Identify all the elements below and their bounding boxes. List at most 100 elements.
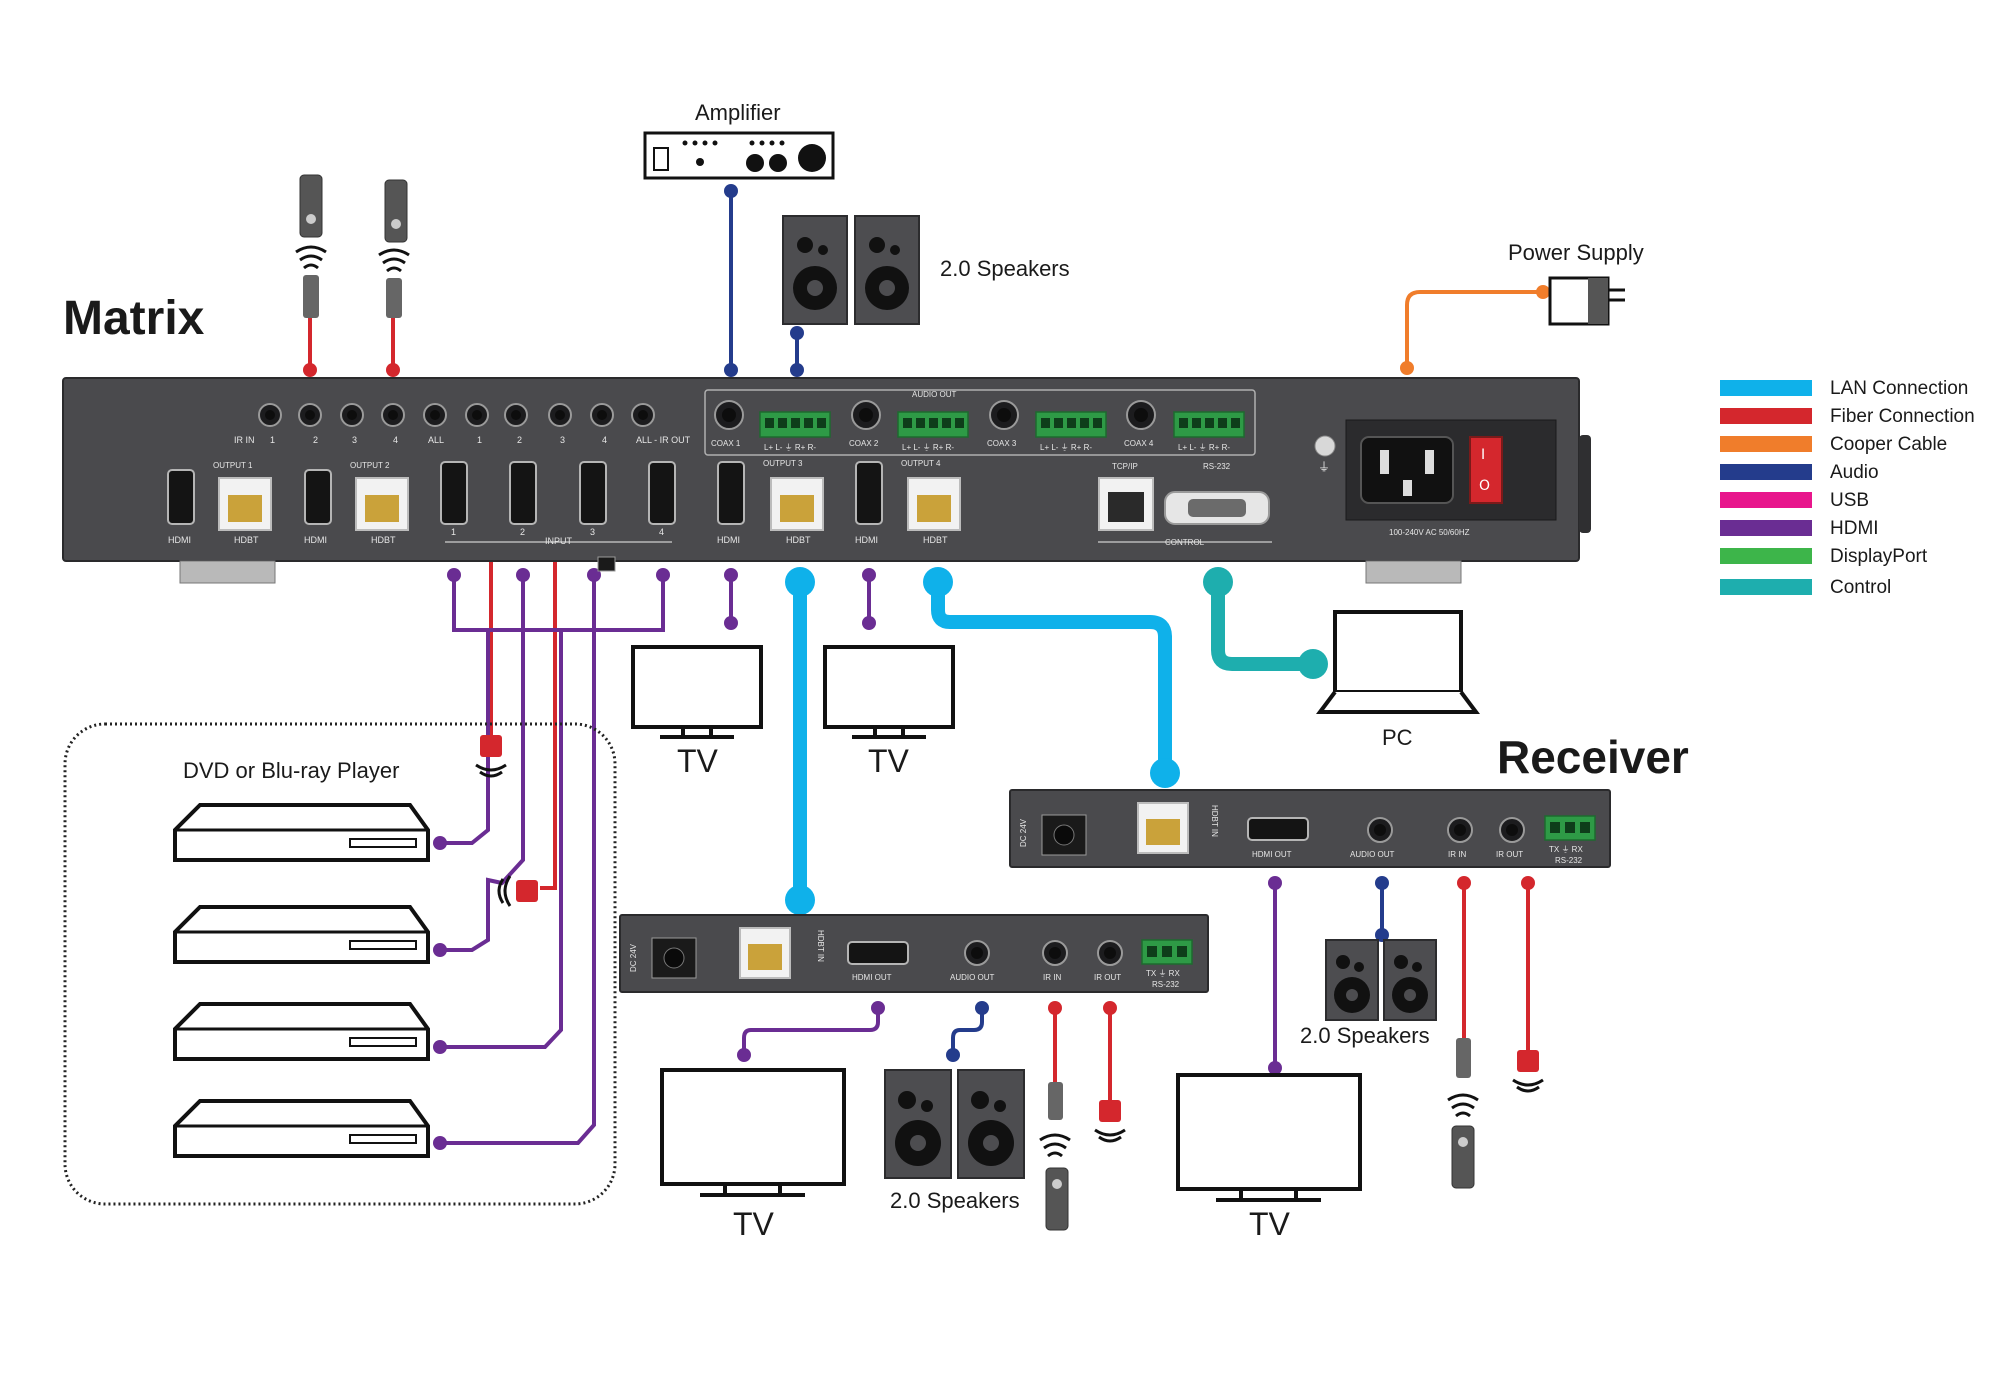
ir-out-num: 3	[560, 435, 565, 445]
tcpip-label: TCP/IP	[1112, 462, 1138, 471]
outputs-3-4: OUTPUT 3 OUTPUT 4 HDMI HDBT HDMI HDBT	[717, 459, 961, 545]
outputs-1-2: OUTPUT 1 OUTPUT 2 HDMI HDBT HDMI HDBT	[167, 461, 409, 545]
dvd-group-frame	[63, 722, 617, 1206]
input2-hdmi-port[interactable]	[509, 461, 537, 525]
rx1-tv: TV	[660, 1068, 846, 1242]
remote-control	[1451, 1125, 1475, 1189]
ir-wave-icon	[378, 248, 410, 273]
hdmi-out-port[interactable]	[1247, 817, 1309, 841]
hdmi-player-end	[433, 1136, 447, 1150]
hdmi-player-end	[433, 1040, 447, 1054]
audio-out-label: AUDIO OUT	[1350, 850, 1395, 859]
output4-hdmi-port[interactable]	[855, 461, 883, 525]
hdmi-player-trunk	[440, 630, 525, 952]
rx1-hdmi-cable	[742, 1008, 880, 1055]
legend-label: Audio	[1830, 462, 1879, 483]
tv-screen	[823, 645, 955, 729]
remote-control	[384, 179, 408, 243]
speakers-rx2-label: 2.0 Speakers	[1300, 1023, 1430, 1048]
audio-pin-label: L+ L- ⏚ R+ R-	[1178, 443, 1230, 452]
tv-label: TV	[1249, 1206, 1291, 1242]
hdmi-out-label: HDMI OUT	[1252, 850, 1292, 859]
matrix-foot	[1365, 560, 1462, 584]
amplifier-audio-end	[724, 184, 738, 198]
output2-hdmi-port[interactable]	[304, 469, 332, 525]
rs232-terminal[interactable]	[1544, 815, 1596, 841]
rs232-label: RS-232	[1152, 980, 1180, 989]
remote-control	[299, 174, 323, 238]
ir-receiver-eye	[303, 275, 319, 318]
input4-hdmi-port[interactable]	[648, 461, 676, 525]
ir-out-label: IR OUT	[1496, 850, 1523, 859]
rs232-pins: TX ⏚ RX	[1549, 845, 1583, 854]
ir-in-num: 1	[270, 435, 275, 445]
power-switch-o: O	[1479, 478, 1490, 494]
player	[173, 905, 430, 964]
hdbt-label: HDBT	[786, 535, 811, 545]
audio-pin-label: L+ L- ⏚ R+ R-	[1040, 443, 1092, 452]
audio-pin-label: L+ L- ⏚ R+ R-	[764, 443, 816, 452]
hdmi-player-end	[433, 836, 447, 850]
input-num: 3	[590, 527, 595, 537]
rs232-pins: TX ⏚ RX	[1146, 969, 1180, 978]
tv-screen	[660, 1068, 846, 1186]
hdmi-output-end	[724, 568, 738, 582]
ir-in-end	[303, 363, 317, 377]
audio-terminal-1[interactable]	[759, 411, 831, 438]
rx2-tv: TV	[1176, 1073, 1362, 1242]
laptop-base	[1316, 690, 1480, 714]
ir-all-label: ALL	[428, 435, 444, 445]
hdmi-player-trunk	[440, 630, 596, 1145]
rx1-ir-out-end	[1103, 1001, 1117, 1015]
legend-swatch	[1720, 579, 1812, 595]
lan-end	[1150, 758, 1180, 788]
rx1-audio-end	[946, 1048, 960, 1062]
hdmi-out-label: HDMI OUT	[852, 973, 892, 982]
input-num: 4	[659, 527, 664, 537]
output4-hdbt-port[interactable]	[907, 477, 961, 531]
rx1-ir-receiver	[1039, 1082, 1071, 1231]
output1-hdmi-port[interactable]	[167, 469, 195, 525]
ir-emitter	[475, 735, 507, 778]
hdmi-inputs: 1 2 3 4 INPUT	[440, 461, 676, 572]
legend-label: LAN Connection	[1830, 378, 1968, 399]
power-supply-label: Power Supply	[1508, 240, 1644, 265]
legend-label: Fiber Connection	[1830, 406, 1975, 427]
tv-label: TV	[733, 1206, 775, 1242]
input1-hdmi-port[interactable]	[440, 461, 468, 525]
rx2-ir-in-end	[1457, 876, 1471, 890]
control-cable	[1211, 575, 1320, 671]
audio-out-label: AUDIO OUT	[950, 973, 995, 982]
audio-terminal-4[interactable]	[1173, 411, 1245, 438]
hdmi-out-port[interactable]	[847, 941, 909, 965]
input-num: 2	[520, 527, 525, 537]
output3-hdmi-port[interactable]	[717, 461, 745, 525]
audio-terminal-2[interactable]	[897, 411, 969, 438]
legend-swatch	[1720, 408, 1812, 424]
player	[173, 1099, 430, 1158]
matrix-foot	[179, 560, 276, 584]
ir-wave-icon	[1447, 1093, 1479, 1118]
power-switch[interactable]	[1469, 436, 1503, 504]
ir-in-num: 2	[313, 435, 318, 445]
audio-terminal-3[interactable]	[1035, 411, 1107, 438]
hdmi-label: HDMI	[304, 535, 327, 545]
rx1-audio-cable	[951, 1008, 984, 1055]
matrix-handle	[1579, 435, 1591, 533]
receiver-title: Receiver	[1497, 731, 1689, 783]
player-body	[173, 905, 430, 964]
rx1-hdmi-end	[737, 1048, 751, 1062]
legend-label: USB	[1830, 490, 1869, 511]
hdbt-label: HDBT	[234, 535, 259, 545]
power-cable-end	[1400, 361, 1414, 375]
rx1-speakers: 2.0 Speakers	[884, 1069, 1025, 1213]
ir-in-label: IR IN	[1043, 973, 1061, 982]
hdbt-label: HDBT	[371, 535, 396, 545]
input-usb-port[interactable]	[597, 556, 616, 572]
player	[173, 803, 430, 862]
input3-hdmi-port[interactable]	[579, 461, 607, 525]
player-body	[173, 803, 430, 862]
rs232-terminal[interactable]	[1141, 939, 1193, 965]
speakers-rx1-label: 2.0 Speakers	[890, 1188, 1020, 1213]
ir-receiver-eye	[1456, 1038, 1471, 1078]
